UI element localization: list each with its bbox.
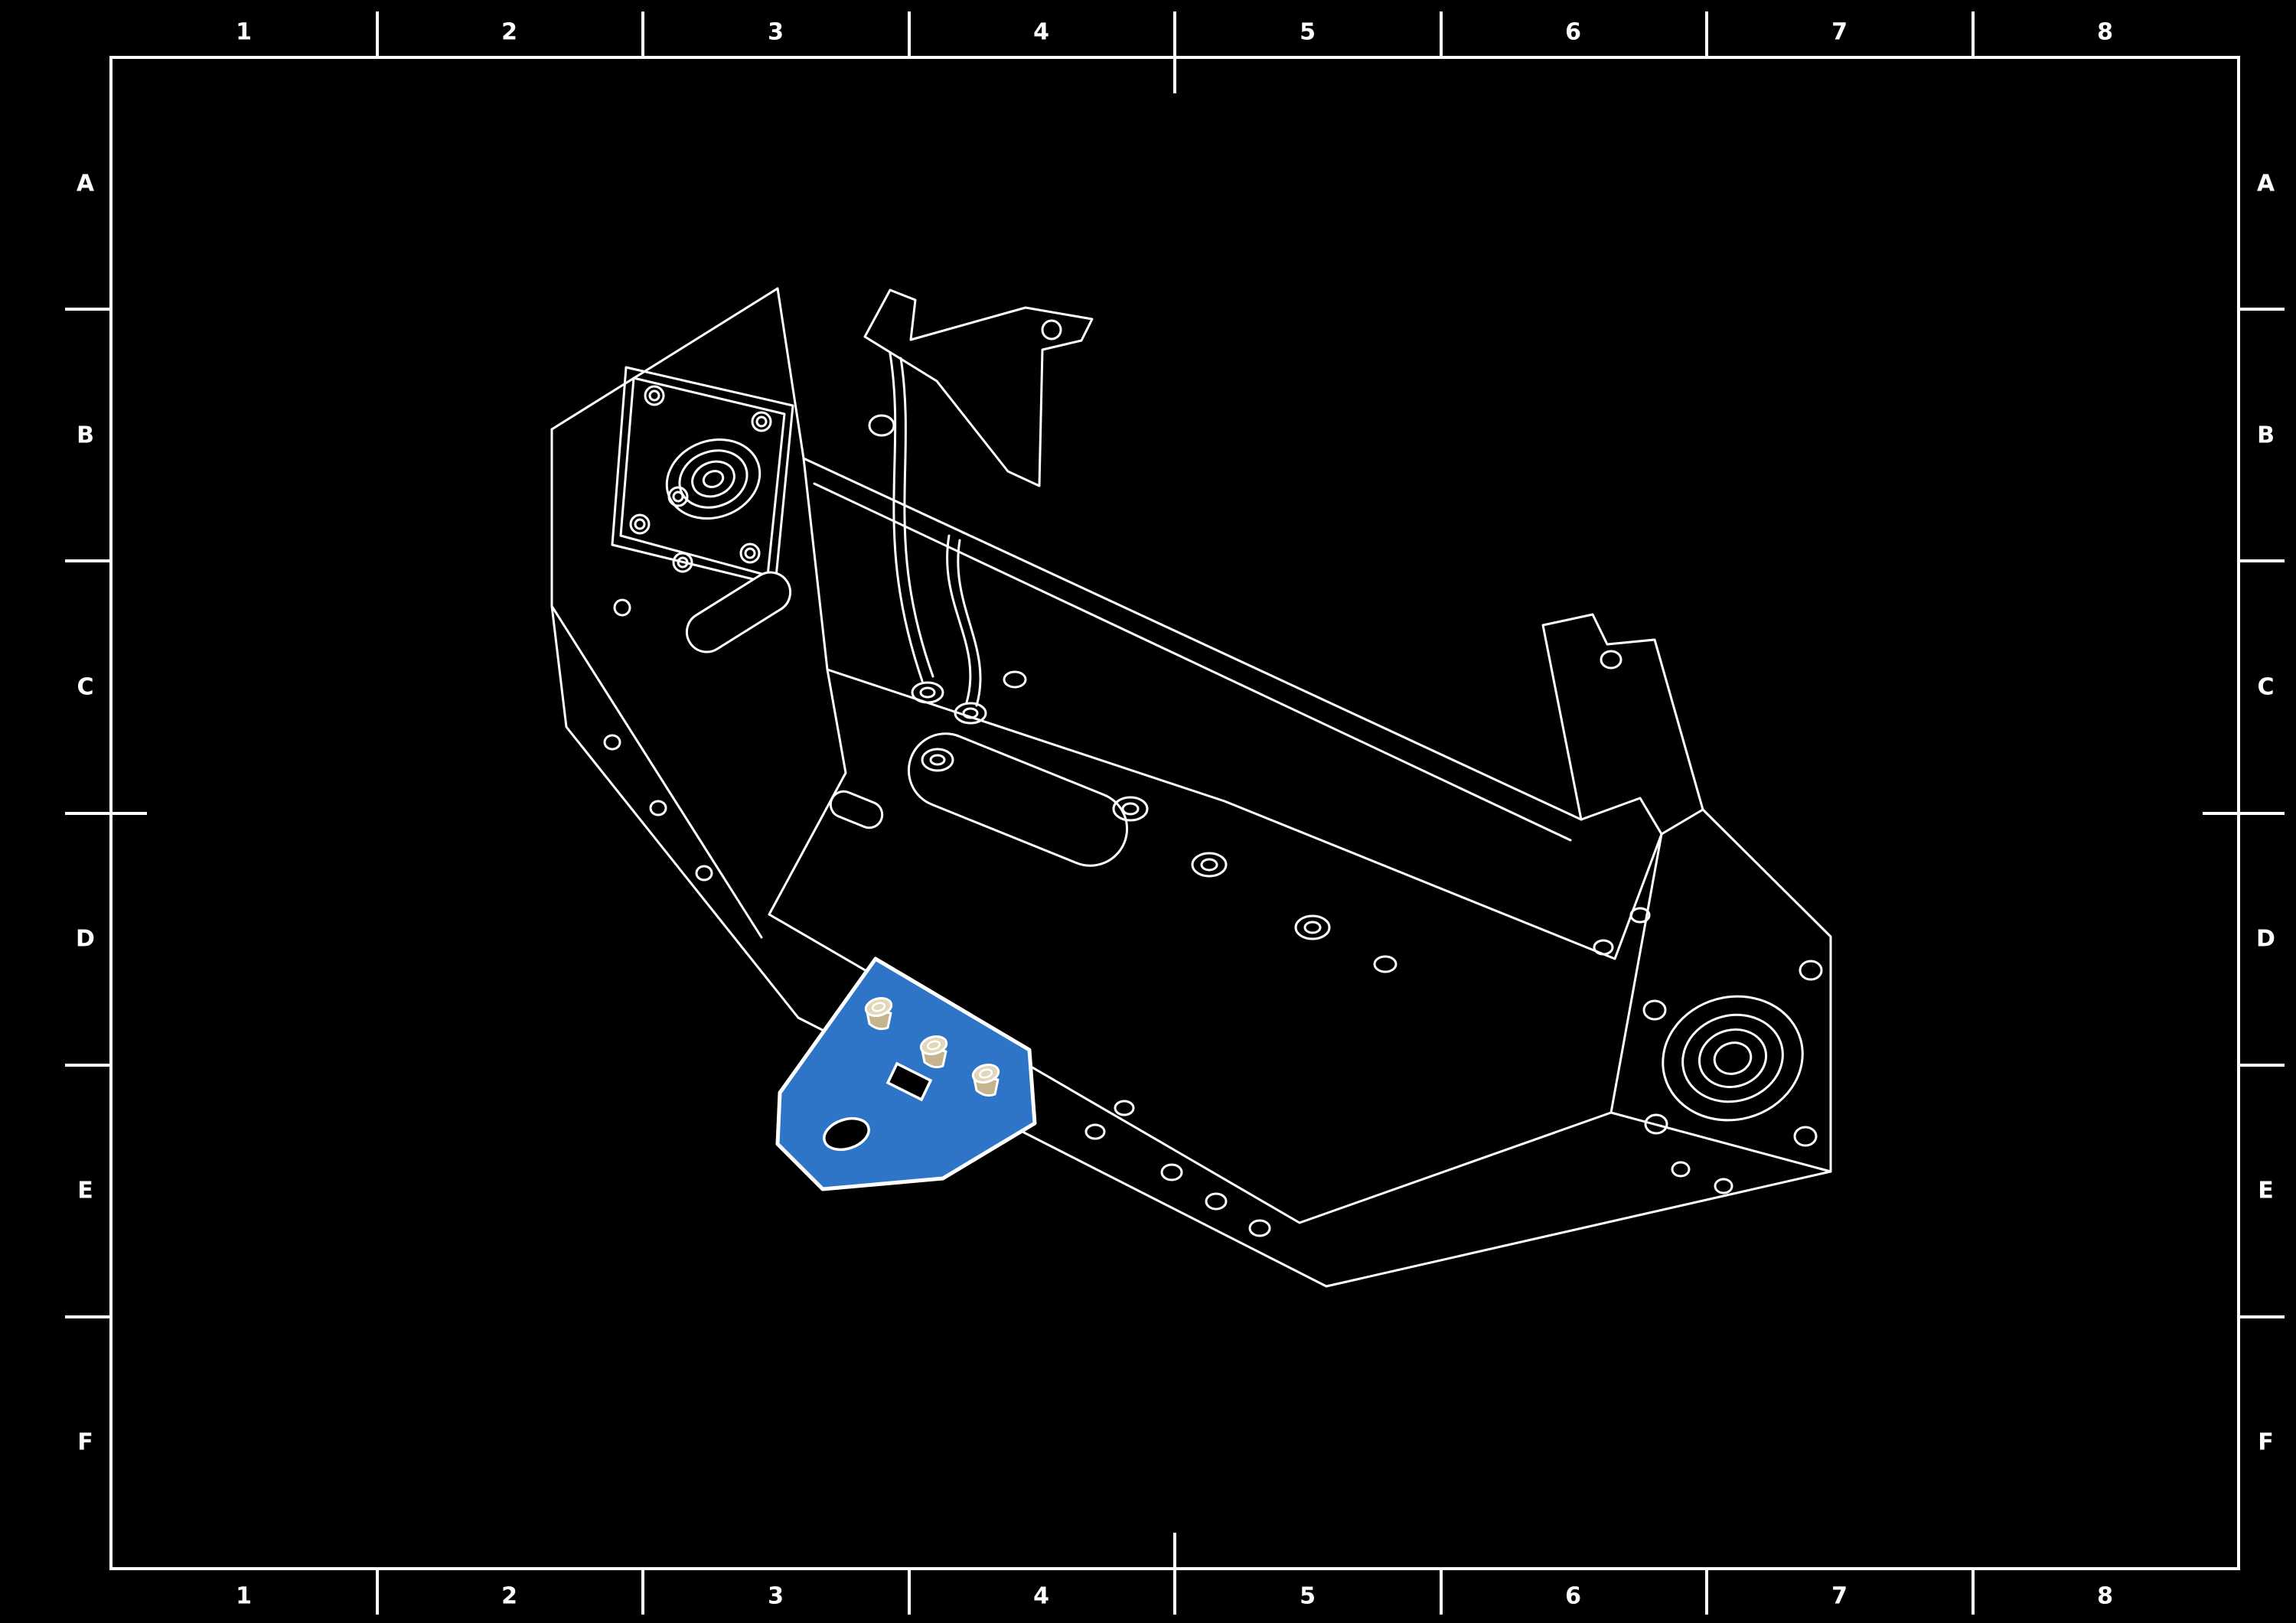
- grid-row-label-right-b: B: [2257, 422, 2275, 449]
- bracket-hole: [823, 1116, 870, 1152]
- floor-holes: [829, 670, 1733, 1237]
- grid-col-label-top-3: 3: [768, 18, 784, 46]
- grid-col-label-bottom-1: 1: [236, 1582, 253, 1610]
- grid-col-label-bottom-6: 6: [1565, 1582, 1582, 1610]
- chassis-outline: [550, 287, 1832, 1288]
- screw-2: [919, 1035, 948, 1069]
- bracket-notch: [885, 1061, 933, 1102]
- grid-row-label-left-e: E: [77, 1177, 94, 1204]
- grid-col-label-bottom-5: 5: [1300, 1582, 1316, 1610]
- grid-row-label-right-a: A: [2256, 170, 2276, 197]
- motor-mount-plate: [611, 366, 794, 586]
- grid-ticks: [65, 11, 2285, 1615]
- grid-col-label-top-1: 1: [236, 18, 253, 46]
- tab-hole: [868, 414, 895, 437]
- highlighted-bracket: [775, 957, 1037, 1191]
- screw-3: [971, 1063, 1000, 1097]
- grid-row-label-left-a: A: [76, 170, 96, 197]
- grid-row-label-left-b: B: [77, 422, 95, 449]
- grid-col-label-top-7: 7: [1831, 18, 1848, 46]
- border-rect: [109, 56, 2240, 1570]
- screw-1: [864, 996, 893, 1031]
- grid-row-label-left-c: C: [77, 673, 95, 701]
- grid-row-label-right-e: E: [2258, 1177, 2275, 1204]
- grid-col-label-bottom-2: 2: [501, 1582, 518, 1610]
- grid-col-label-top-8: 8: [2097, 18, 2114, 46]
- rear-tabs: [863, 288, 1094, 487]
- grid-row-label-right-c: C: [2257, 673, 2275, 701]
- grid-col-label-bottom-4: 4: [1033, 1582, 1050, 1610]
- chassis-drawing: [550, 287, 1832, 1288]
- grid-row-label-right-f: F: [2258, 1429, 2275, 1456]
- tab-hole: [1600, 650, 1623, 670]
- wall-slot: [685, 571, 792, 653]
- fasteners: [864, 996, 1000, 1097]
- cable-lines: [889, 352, 987, 725]
- floor-cutout: [907, 732, 1129, 867]
- floor-slot: [829, 790, 884, 829]
- grid-col-label-top-2: 2: [501, 18, 518, 46]
- grid-row-label-left-f: F: [77, 1429, 94, 1456]
- grid-col-label-bottom-7: 7: [1831, 1582, 1848, 1610]
- border-frame: [109, 56, 2240, 1570]
- left-wall-holes: [603, 571, 792, 882]
- right-tab: [1541, 613, 1704, 836]
- grid-row-label-left-d: D: [76, 925, 96, 953]
- grid-col-label-top-4: 4: [1033, 18, 1050, 46]
- flange-bearing: [1642, 960, 1823, 1147]
- bearing-hub: [665, 438, 762, 520]
- grid-col-label-bottom-8: 8: [2097, 1582, 2114, 1610]
- grid-col-label-top-6: 6: [1565, 18, 1582, 46]
- grid-col-label-bottom-3: 3: [768, 1582, 784, 1610]
- grid-row-label-right-d: D: [2256, 925, 2276, 953]
- grid-col-label-top-5: 5: [1300, 18, 1316, 46]
- tab-hole: [1041, 319, 1062, 341]
